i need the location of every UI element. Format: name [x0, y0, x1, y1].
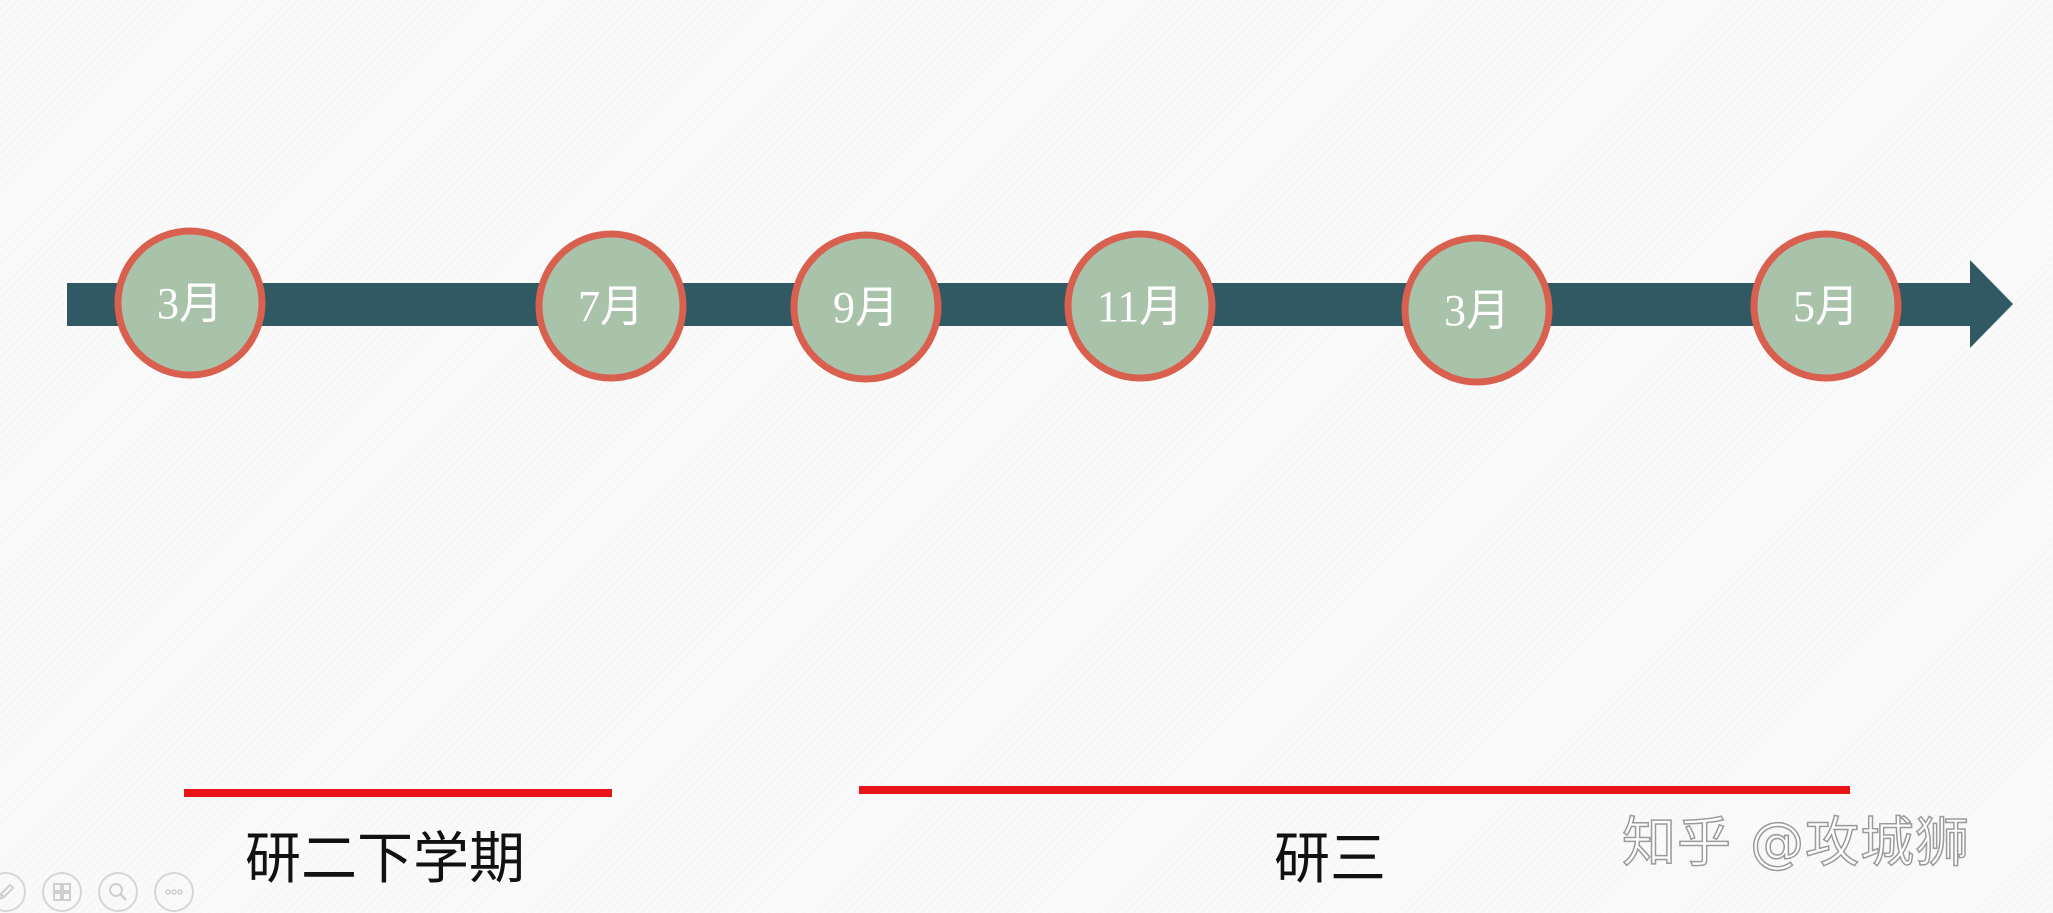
more-button[interactable]: [154, 872, 194, 912]
milestone-circle: [535, 230, 687, 382]
pen-button[interactable]: [0, 872, 26, 912]
milestone-circle: [790, 231, 942, 383]
milestone-label: 7月: [578, 282, 644, 331]
milestone-label: 5月: [1793, 282, 1859, 331]
milestone-0: 3月: [114, 227, 266, 379]
slides-button[interactable]: [42, 872, 82, 912]
milestone-circle: [1064, 230, 1216, 382]
timeline-arrow: [67, 260, 2013, 348]
slides-icon: [53, 883, 71, 901]
zoom-icon: [109, 883, 127, 901]
more-icon: [165, 889, 183, 895]
milestone-4: 3月: [1401, 234, 1553, 386]
zoom-button[interactable]: [98, 872, 138, 912]
milestone-label: 3月: [1444, 286, 1510, 335]
period-label-grad2-spring: 研二下学期: [245, 827, 525, 892]
milestone-circle: [1401, 234, 1553, 386]
period-label-grad3: 研三: [1274, 827, 1386, 892]
milestone-circle: [114, 227, 266, 379]
milestone-label: 3月: [157, 279, 223, 328]
pen-icon: [0, 883, 15, 900]
period-bar-grad3: [859, 786, 1850, 794]
milestone-2: 9月: [790, 231, 942, 383]
slideshow-toolbar: [0, 872, 194, 912]
milestone-3: 11月: [1064, 230, 1216, 382]
watermark: 知乎 @攻城狮: [1621, 810, 1971, 875]
milestone-1: 7月: [535, 230, 687, 382]
milestone-5: 5月: [1750, 230, 1902, 382]
period-bar-grad2-spring: [184, 789, 612, 797]
milestone-label: 9月: [833, 283, 899, 332]
milestone-circle: [1750, 230, 1902, 382]
milestone-label: 11月: [1097, 282, 1183, 331]
